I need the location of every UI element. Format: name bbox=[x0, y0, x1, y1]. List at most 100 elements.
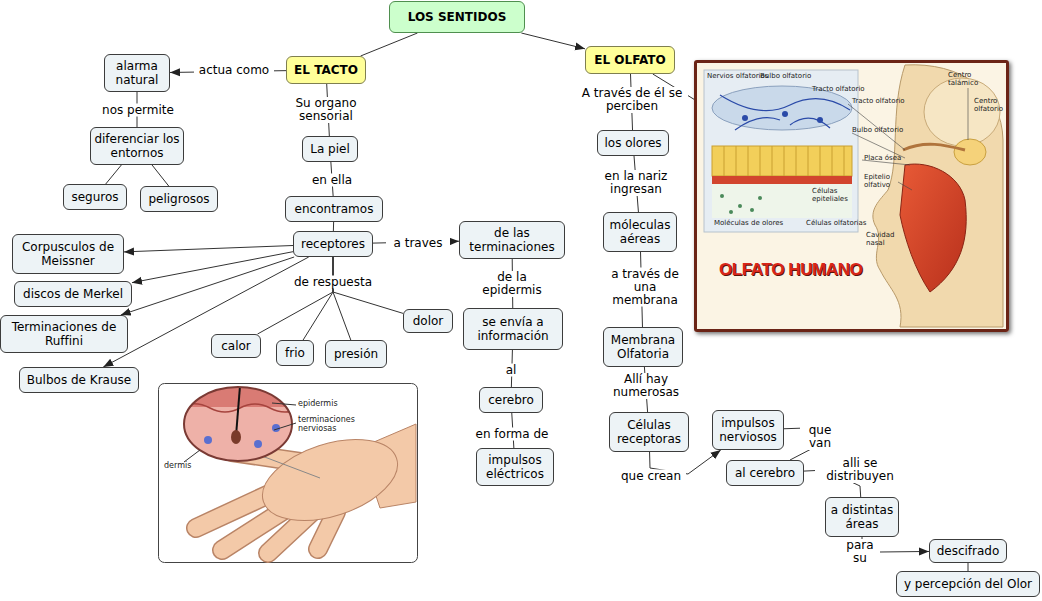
connector bbox=[511, 350, 512, 387]
connector bbox=[653, 74, 694, 99]
node-text: encontramos bbox=[295, 202, 374, 216]
node-text: Terminaciones de Ruffini bbox=[3, 320, 125, 348]
part-label: epidermis bbox=[298, 400, 338, 409]
node-text: alarma natural bbox=[107, 59, 167, 87]
part-label: Moléculas de olores bbox=[714, 220, 783, 228]
connector bbox=[124, 246, 293, 252]
nerve-cell bbox=[782, 111, 788, 117]
part-label: Epitelio olfativo bbox=[864, 174, 900, 189]
connector bbox=[333, 257, 351, 340]
concept-box: receptores bbox=[293, 231, 373, 257]
node-text: Bulbos de Krause bbox=[27, 373, 131, 387]
molecule bbox=[750, 208, 754, 212]
connectors bbox=[103, 33, 968, 571]
olfactory-tract bbox=[903, 144, 965, 150]
node-text: presión bbox=[334, 347, 378, 361]
linking-phrase: en forma de bbox=[467, 428, 557, 441]
connector bbox=[631, 74, 633, 130]
connector bbox=[784, 428, 815, 460]
leader-line bbox=[852, 133, 905, 158]
concept-box: alarma natural bbox=[104, 54, 170, 92]
nerve-cell bbox=[742, 115, 748, 121]
connector bbox=[152, 165, 169, 186]
connector bbox=[862, 537, 929, 552]
concept-box: diferenciar los entornos bbox=[90, 127, 184, 165]
part-label: Centro talámico bbox=[948, 72, 986, 87]
part-label: terminaciones nerviosas bbox=[298, 416, 360, 434]
leader-line bbox=[272, 403, 296, 405]
connector bbox=[121, 257, 294, 315]
connector bbox=[373, 241, 459, 243]
concept-box: presión bbox=[325, 340, 387, 368]
node-text: impulsos eléctricos bbox=[479, 453, 551, 481]
connector bbox=[521, 33, 585, 49]
node-text: descifrado bbox=[937, 544, 1000, 558]
concept-box: dolor bbox=[403, 309, 453, 333]
concept-box: encontramos bbox=[285, 196, 383, 222]
part-label: Células epiteliales bbox=[812, 188, 850, 203]
node-text: peligrosos bbox=[148, 192, 209, 206]
illustration-background bbox=[697, 63, 1006, 329]
linking-phrase: alli se distribuyen bbox=[815, 457, 905, 483]
node-text: se envía a información bbox=[466, 315, 560, 343]
connector bbox=[512, 413, 514, 448]
title-box: LOS SENTIDOS bbox=[389, 1, 525, 33]
concept-box: cerebro bbox=[479, 387, 543, 413]
node-text: impulsos nerviosos bbox=[715, 416, 781, 444]
connector bbox=[634, 156, 638, 212]
hand-illustration bbox=[159, 384, 418, 563]
skin-section bbox=[180, 385, 300, 465]
node-text: Células receptoras bbox=[612, 418, 686, 446]
leader-line bbox=[968, 88, 969, 140]
node-text: discos de Merkel bbox=[23, 287, 123, 301]
leader-line bbox=[274, 423, 296, 430]
node-text: diferenciar los entornos bbox=[93, 132, 181, 160]
skin-boundary bbox=[180, 404, 300, 412]
linking-phrase: que crean bbox=[616, 470, 686, 483]
connector bbox=[331, 162, 333, 196]
molecule bbox=[729, 210, 733, 214]
concept-box: de las terminaciones bbox=[459, 221, 565, 259]
node-text: frio bbox=[285, 346, 305, 360]
node-text: La piel bbox=[310, 142, 350, 156]
connector bbox=[303, 257, 333, 340]
concept-box: a distintas áreas bbox=[825, 497, 899, 537]
node-text: Corpusculos de Meissner bbox=[15, 240, 121, 268]
concept-box: Membrana Olfatoria bbox=[603, 327, 683, 367]
connector bbox=[641, 252, 643, 327]
node-text: OLFATO HUMANO bbox=[719, 263, 862, 277]
detail-panel bbox=[704, 70, 858, 232]
zoom-circle bbox=[184, 387, 292, 461]
illustration-frame: OLFATO HUMANO bbox=[694, 60, 1009, 332]
concept-box: se envía a información bbox=[463, 308, 563, 350]
nerve-cell bbox=[817, 117, 823, 123]
concept-box: impulsos eléctricos bbox=[476, 448, 554, 486]
connector bbox=[512, 259, 514, 308]
cilia-strip bbox=[712, 176, 852, 184]
part-label: Tracto olfatorio bbox=[812, 86, 865, 94]
hair-bulb bbox=[231, 430, 241, 444]
node-text: EL TACTO bbox=[294, 63, 358, 77]
molecule bbox=[720, 194, 724, 198]
connector bbox=[327, 84, 330, 136]
molecule bbox=[758, 196, 762, 200]
node-text: al cerebro bbox=[735, 466, 795, 480]
part-label: Tracto olfatorio bbox=[852, 98, 905, 106]
node-text: seguros bbox=[71, 190, 118, 204]
connector bbox=[258, 257, 333, 334]
connector bbox=[968, 563, 969, 571]
olfactory-bulb bbox=[712, 86, 852, 130]
concept-box: y percepción del Olor bbox=[896, 571, 1040, 597]
odour-molecules bbox=[720, 194, 762, 214]
concept-box: calor bbox=[211, 334, 261, 358]
linking-phrase: Su organo sensorial bbox=[284, 97, 368, 123]
connector bbox=[361, 33, 418, 56]
concept-box: al cerebro bbox=[726, 460, 804, 486]
hair bbox=[236, 386, 240, 436]
node-text: cerebro bbox=[488, 393, 534, 407]
linking-phrase: a través de una membrana bbox=[609, 268, 681, 307]
node-text: y percepción del Olor bbox=[904, 577, 1032, 591]
part-label: Células olfatorias bbox=[806, 220, 866, 228]
